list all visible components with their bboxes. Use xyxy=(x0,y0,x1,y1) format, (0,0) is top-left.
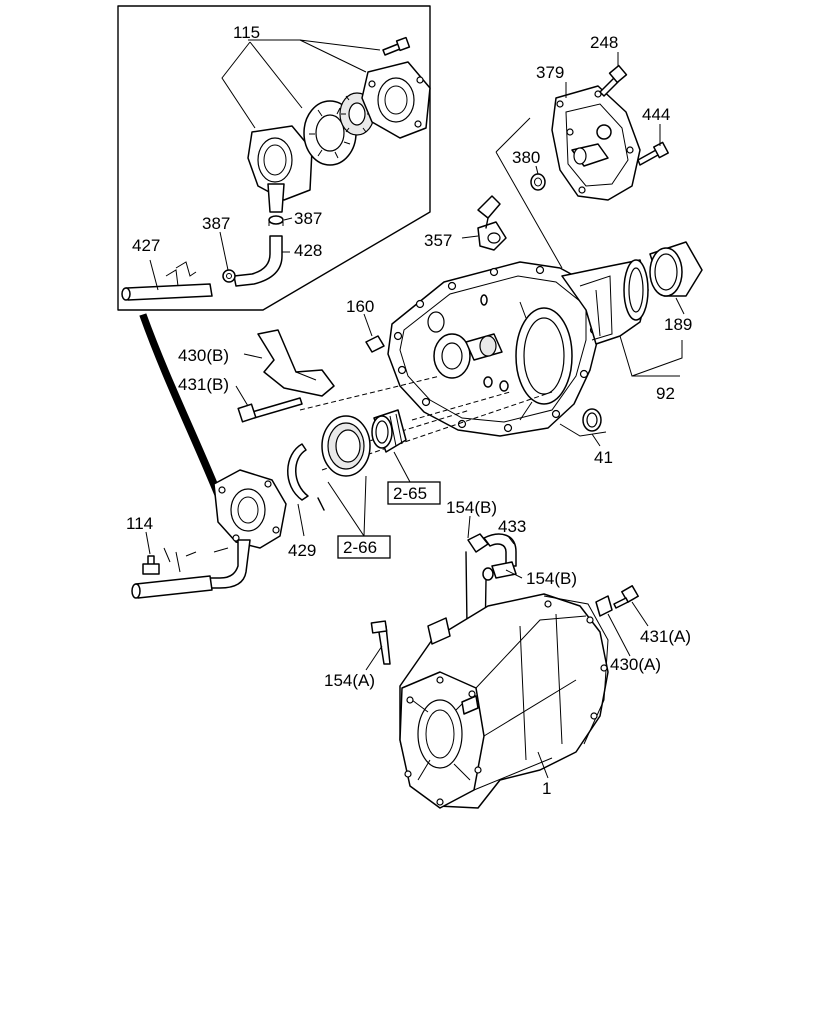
extension-housing-group: 248 379 444 380 xyxy=(495,33,670,269)
sleeve-189: 189 xyxy=(649,241,703,334)
label-430b: 430(B) xyxy=(178,346,229,365)
bolt-431b: 431(B) xyxy=(178,375,303,423)
label-444: 444 xyxy=(642,105,670,124)
bolt-114: 114 xyxy=(126,514,160,575)
inset-frame xyxy=(117,5,431,311)
label-92: 92 xyxy=(656,384,675,403)
label-2-66: 2-66 xyxy=(343,538,377,557)
label-380: 380 xyxy=(512,148,540,167)
label-160: 160 xyxy=(346,297,374,316)
sensor-357: 357 xyxy=(424,195,507,251)
output-neck-92: 92 xyxy=(561,259,683,403)
label-428: 428 xyxy=(294,241,322,260)
main-case-1: 1 xyxy=(399,593,609,809)
label-114: 114 xyxy=(126,514,153,533)
hose-428-part xyxy=(233,235,283,287)
detail-inset: 115 387 387 428 427 xyxy=(117,5,431,504)
extension-housing-379 xyxy=(551,85,641,201)
label-248: 248 xyxy=(590,33,618,52)
inset-bolt xyxy=(382,36,411,56)
snap-ring-429 xyxy=(287,443,325,511)
label-154b-lower: 154(B) xyxy=(526,569,577,588)
label-429: 429 xyxy=(288,541,316,560)
clip-387-lower xyxy=(222,269,236,283)
pump-housing-part xyxy=(247,125,313,213)
bracket-430b: 430(B) xyxy=(178,329,335,397)
seal-41: 41 xyxy=(559,408,613,467)
label-1: 1 xyxy=(542,779,551,798)
clip-387-upper xyxy=(268,215,284,226)
label-433: 433 xyxy=(498,517,526,536)
label-430a: 430(A) xyxy=(610,655,661,674)
bracket-430a: 430(A) xyxy=(595,595,661,674)
label-357: 357 xyxy=(424,231,452,250)
label-41: 41 xyxy=(594,448,613,467)
rear-cover-assembly xyxy=(131,469,287,599)
label-2-65: 2-65 xyxy=(393,484,427,503)
bolt-444 xyxy=(637,141,669,166)
sleeve-2-65 xyxy=(371,409,407,453)
breather-hose-433 xyxy=(467,533,517,581)
ref-box-2-66 xyxy=(337,535,391,559)
label-154a: 154(A) xyxy=(324,671,375,690)
label-387-right: 387 xyxy=(294,209,322,228)
bolt-431a: 431(A) xyxy=(613,585,691,646)
pipe-427-part xyxy=(121,261,213,301)
label-387-left: 387 xyxy=(202,214,230,233)
label-431a: 431(A) xyxy=(640,627,691,646)
bolt-154a: 154(A) xyxy=(324,620,391,690)
o-ring-380 xyxy=(530,173,546,191)
bolt-248 xyxy=(599,64,628,97)
label-431b: 431(B) xyxy=(178,375,229,394)
pump-cover-part xyxy=(361,61,431,139)
label-379: 379 xyxy=(536,63,564,82)
label-115: 115 xyxy=(233,23,260,42)
label-189: 189 xyxy=(664,315,692,334)
label-427: 427 xyxy=(132,236,160,255)
ref-box-2-65 xyxy=(387,481,441,505)
bearing-2-66 xyxy=(321,415,371,477)
inset-connector xyxy=(139,313,225,504)
label-154b-upper: 154(B) xyxy=(446,498,497,517)
pin-160: 160 xyxy=(346,297,385,353)
front-case-half xyxy=(387,261,601,437)
